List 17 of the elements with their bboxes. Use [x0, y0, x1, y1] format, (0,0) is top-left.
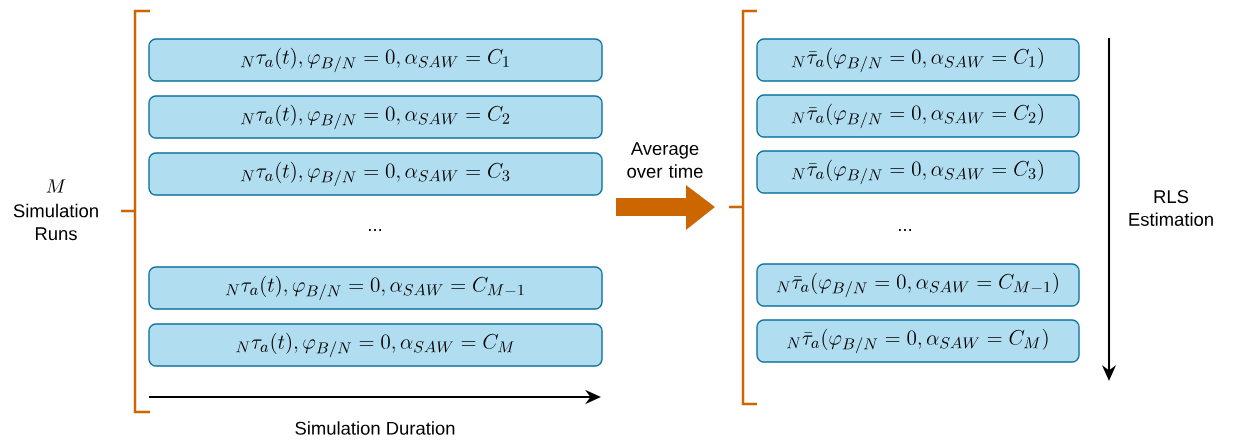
axis-label: RLS Estimation: [1129, 190, 1213, 226]
arrow-label: Average over time: [627, 142, 703, 178]
formula-box: ${}_{N}\tau_a(t), \varphi_{B/N} = 0, \alpha_{SAW} = C_3$: [148, 152, 603, 196]
ellipsis: ...: [899, 229, 912, 231]
formula-box: ${}_{N}\bar{\tau}_a(\varphi_{B/N} = 0, \alpha_{SAW} = C_M)$: [756, 319, 1080, 363]
formula-box: ${}_{N}\bar{\tau}_a(\varphi_{B/N} = 0, \alpha_{SAW} = C_1)$: [756, 38, 1080, 82]
bracket-label: Simulation Runs: [13, 203, 98, 241]
formula-box: ${}_{N}\tau_a(t), \varphi_{B/N} = 0, \alpha_{SAW} = C_2$: [148, 95, 603, 139]
formula-box: ${}_{N}\tau_a(t), \varphi_{B/N} = 0, \alpha_{SAW} = C_M$: [148, 323, 603, 367]
formula-box: ${}_{N}\bar{\tau}_a(\varphi_{B/N} = 0, \alpha_{SAW} = C_2)$: [756, 94, 1080, 138]
axis-label: Simulation Duration: [295, 421, 455, 435]
formula-box: ${}_{N}\tau_a(t), \varphi_{B/N} = 0, \alpha_{SAW} = C_{M-1}$: [148, 266, 603, 310]
formula-box: ${}_{N}\bar{\tau}_a(\varphi_{B/N} = 0, \alpha_{SAW} = C_{M-1})$: [756, 263, 1080, 307]
formula-box: ${}_{N}\tau_a(t), \varphi_{B/N} = 0, \alpha_{SAW} = C_1$: [148, 38, 603, 82]
formula-box: ${}_{N}\bar{\tau}_a(\varphi_{B/N} = 0, \alpha_{SAW} = C_3)$: [756, 150, 1080, 194]
variable-label: $M$: [46, 179, 66, 193]
ellipsis: ...: [369, 229, 381, 231]
